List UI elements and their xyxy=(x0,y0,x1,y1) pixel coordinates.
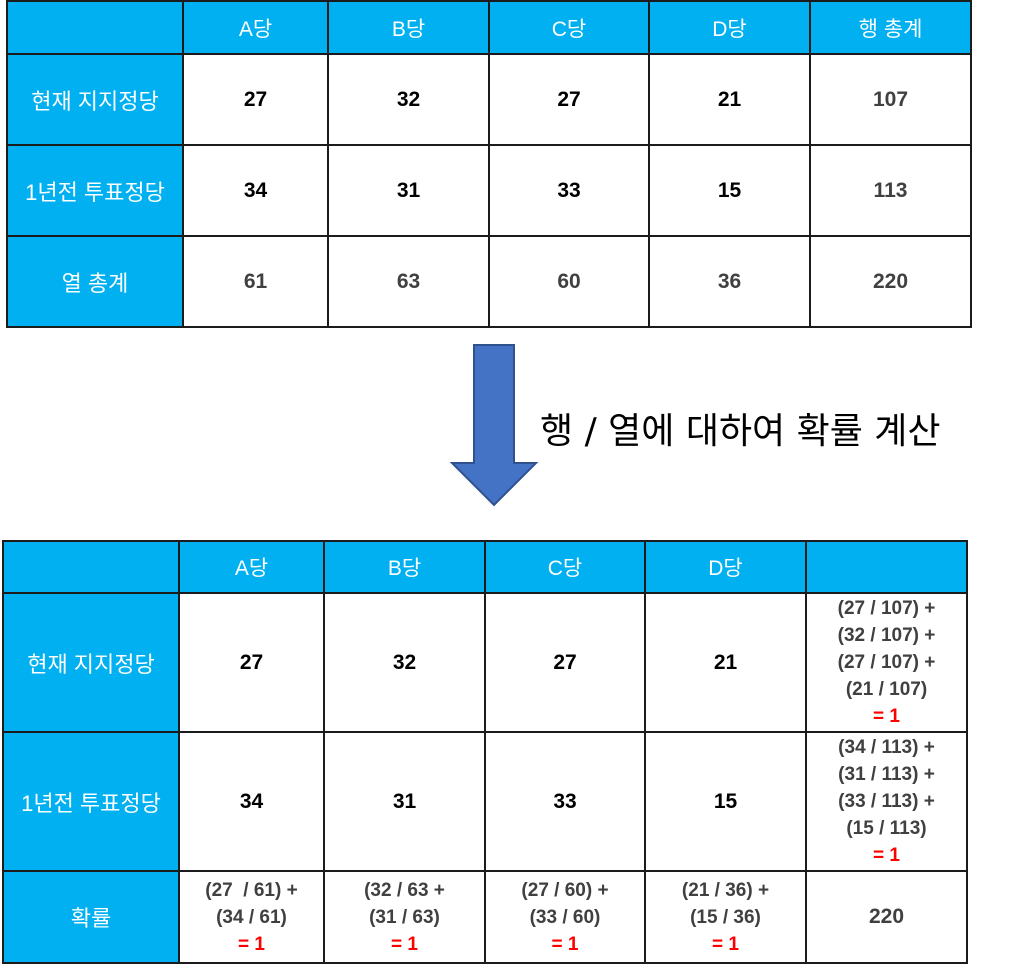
table-row: 1년전 투표정당 34 31 33 15 (34 / 113) + (31 / … xyxy=(2,731,968,872)
row-header: 열 총계 xyxy=(6,235,184,328)
formula-line: (32 / 107) + xyxy=(837,625,936,646)
formula-line: (34 / 61) xyxy=(216,906,287,928)
column-header-row-total: 행 총계 xyxy=(809,0,972,55)
column-total-cell: 60 xyxy=(488,235,650,328)
table-cell: 27 xyxy=(178,592,325,733)
formula-line: (27 / 107) + xyxy=(837,598,936,619)
formula-result: = 1 xyxy=(551,933,579,955)
formula-line: (34 / 113) + xyxy=(838,737,935,758)
table-cell: 27 xyxy=(182,53,329,146)
row-total-cell: 113 xyxy=(809,144,972,237)
row-probability-formula: (34 / 113) + (31 / 113) + (33 / 113) + (… xyxy=(805,731,968,872)
table-cell: 34 xyxy=(182,144,329,237)
column-header-a: A당 xyxy=(182,0,329,55)
column-header-blank xyxy=(805,540,968,594)
column-header-c: C당 xyxy=(488,0,650,55)
table-cell: 34 xyxy=(178,731,325,872)
formula-line: (33 / 113) + xyxy=(838,791,935,812)
table-row: 1년전 투표정당 34 31 33 15 113 xyxy=(6,144,972,237)
column-header-d: D당 xyxy=(644,540,807,594)
table-cell: 33 xyxy=(484,731,646,872)
table-cell: 15 xyxy=(644,731,807,872)
row-header: 1년전 투표정당 xyxy=(6,144,184,237)
formula-result: = 1 xyxy=(712,933,739,955)
table-cell: 15 xyxy=(648,144,811,237)
column-probability-formula: (27 / 61) + (34 / 61) = 1 xyxy=(178,870,325,964)
formula-result: = 1 xyxy=(238,933,265,955)
corner-cell xyxy=(2,540,180,594)
column-header-b: B당 xyxy=(327,0,490,55)
table-cell: 33 xyxy=(488,144,650,237)
row-total-cell: 107 xyxy=(809,53,972,146)
corner-cell xyxy=(6,0,184,55)
table-cell: 27 xyxy=(488,53,650,146)
column-total-cell: 63 xyxy=(327,235,490,328)
caption-text: 행 / 열에 대하여 확률 계산 xyxy=(540,411,941,452)
column-header-d: D당 xyxy=(648,0,811,55)
formula-result: = 1 xyxy=(873,845,900,866)
formula-line: (33 / 60) xyxy=(529,906,601,928)
formula-line: (15 / 113) xyxy=(846,818,927,839)
table-cell: 32 xyxy=(323,592,486,733)
formula-line: (27 / 107) + xyxy=(837,652,936,673)
table-row: 현재 지지정당 27 32 27 21 107 xyxy=(6,53,972,146)
row-probability-formula: (27 / 107) + (32 / 107) + (27 / 107) + (… xyxy=(805,592,968,733)
table-cell: 32 xyxy=(327,53,490,146)
down-arrow-icon xyxy=(450,344,539,507)
formula-line: (31 / 113) + xyxy=(838,764,935,785)
row-header: 현재 지지정당 xyxy=(6,53,184,146)
column-total-cell: 36 xyxy=(648,235,811,328)
formula-result: = 1 xyxy=(873,706,900,727)
formula-line: (21 / 36) + xyxy=(681,879,770,901)
table-cell: 27 xyxy=(484,592,646,733)
column-total-row: 열 총계 61 63 60 36 220 xyxy=(6,235,972,328)
table-cell: 31 xyxy=(323,731,486,872)
formula-line: (21 / 107) xyxy=(845,679,928,700)
header-row: A당 B당 C당 D당 xyxy=(2,540,968,594)
probability-table: A당 B당 C당 D당 현재 지지정당 27 32 27 21 (27 / 10… xyxy=(2,540,968,964)
formula-line: (32 / 63 + xyxy=(364,879,445,901)
grand-total-cell: 220 xyxy=(809,235,972,328)
column-probability-formula: (21 / 36) + (15 / 36) = 1 xyxy=(644,870,807,964)
formula-line: (31 / 63) xyxy=(369,906,440,928)
table-cell: 21 xyxy=(648,53,811,146)
header-row: A당 B당 C당 D당 행 총계 xyxy=(6,0,972,55)
table-cell: 21 xyxy=(644,592,807,733)
grand-total-cell: 220 xyxy=(805,870,968,964)
formula-line: (27 / 61) + xyxy=(205,879,298,901)
row-header: 1년전 투표정당 xyxy=(2,731,180,872)
probability-row: 확률 (27 / 61) + (34 / 61) = 1 (32 / 63 + … xyxy=(2,870,968,964)
frequency-table: A당 B당 C당 D당 행 총계 현재 지지정당 27 32 27 21 107… xyxy=(6,0,972,328)
formula-line: (27 / 60) + xyxy=(521,879,609,901)
column-probability-formula: (32 / 63 + (31 / 63) = 1 xyxy=(323,870,486,964)
column-header-b: B당 xyxy=(323,540,486,594)
column-header-c: C당 xyxy=(484,540,646,594)
formula-line: (15 / 36) xyxy=(690,906,761,928)
down-arrow-shape xyxy=(450,344,539,507)
column-probability-formula: (27 / 60) + (33 / 60) = 1 xyxy=(484,870,646,964)
column-header-a: A당 xyxy=(178,540,325,594)
row-header: 현재 지지정당 xyxy=(2,592,180,733)
table-row: 현재 지지정당 27 32 27 21 (27 / 107) + (32 / 1… xyxy=(2,592,968,733)
column-total-cell: 61 xyxy=(182,235,329,328)
formula-result: = 1 xyxy=(391,933,418,955)
table-cell: 31 xyxy=(327,144,490,237)
row-header: 확률 xyxy=(2,870,180,964)
